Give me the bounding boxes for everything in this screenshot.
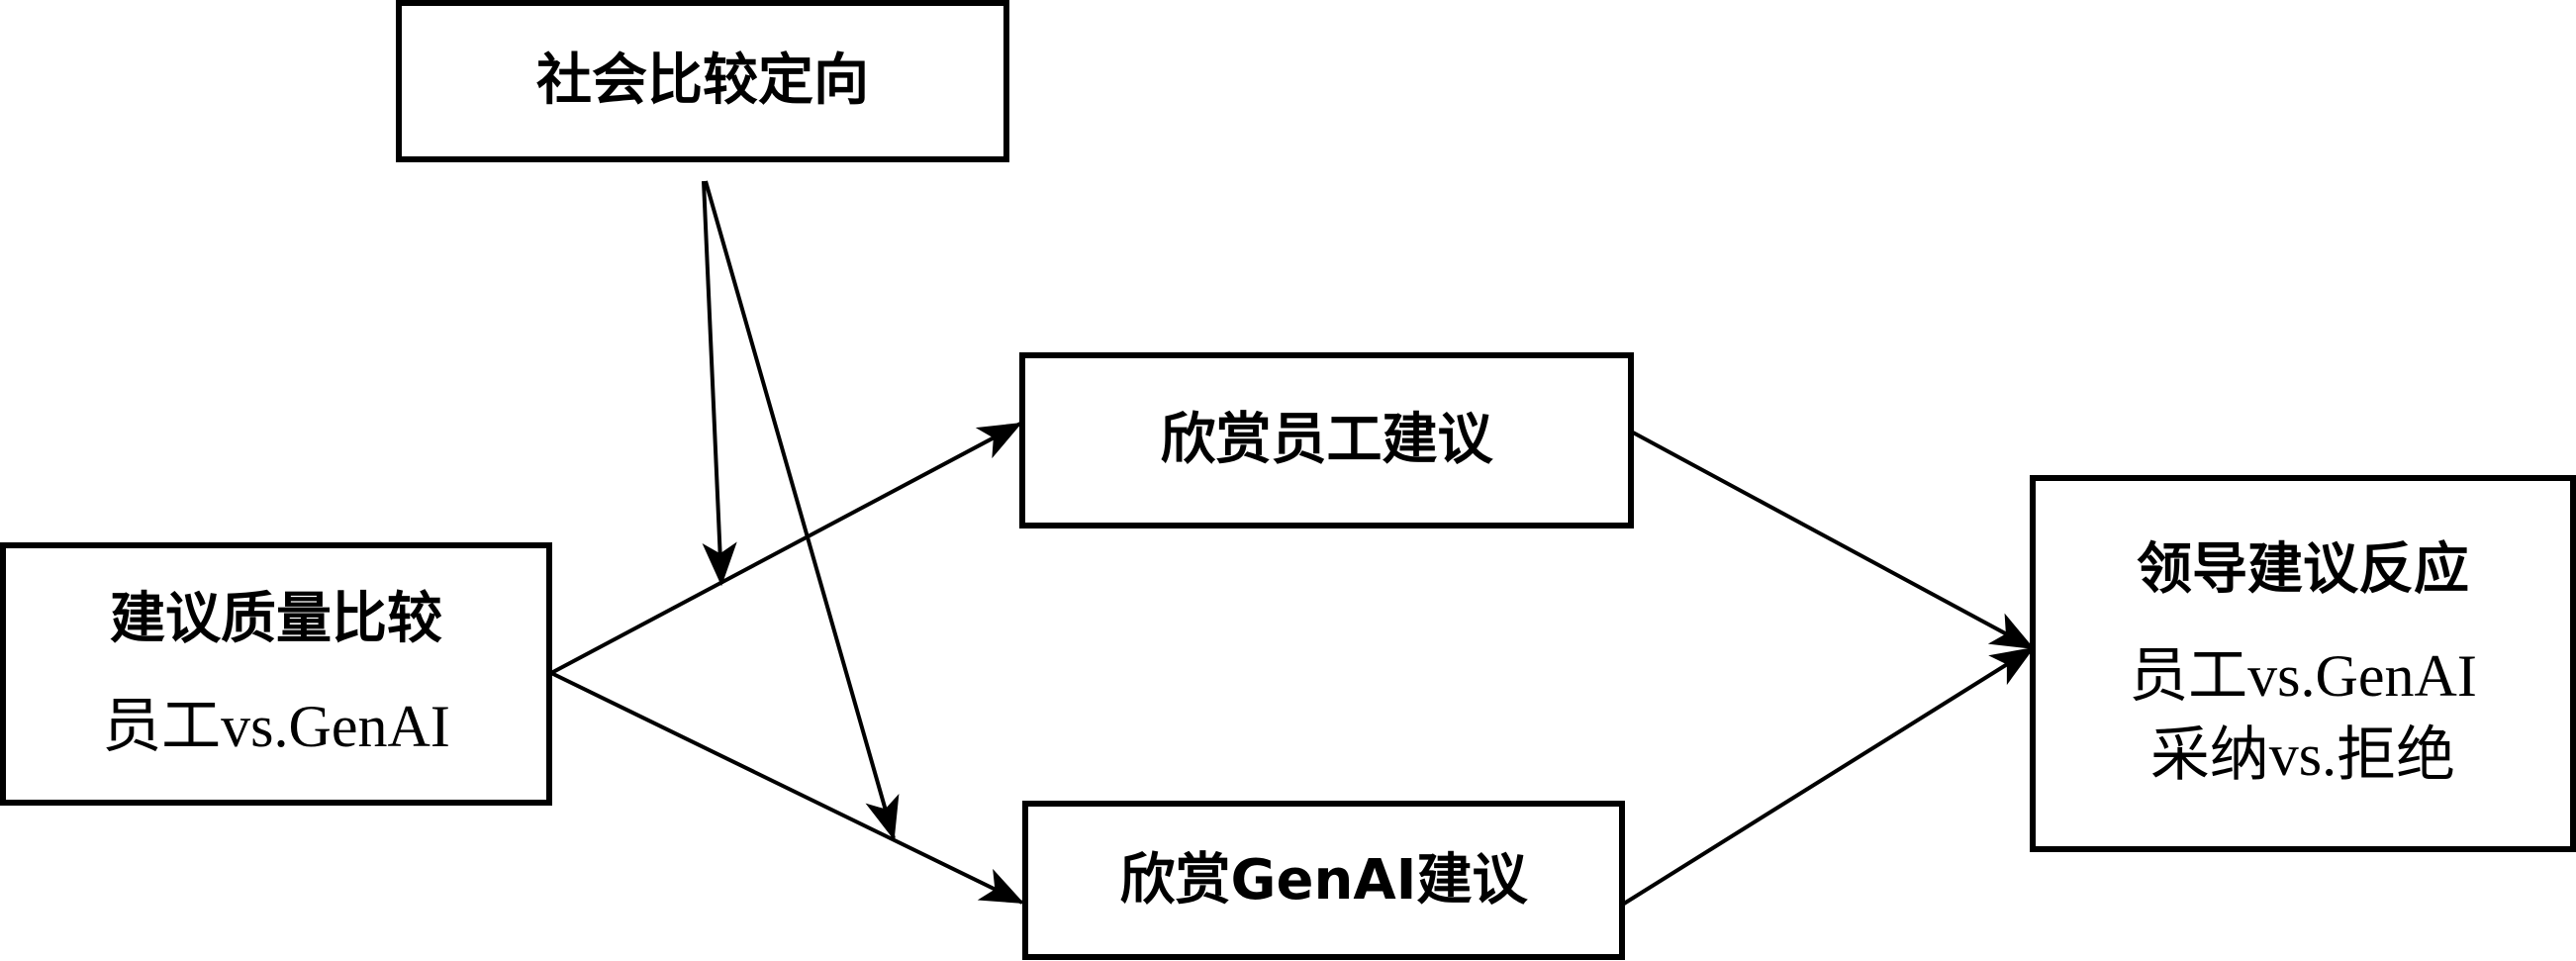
edge-mediator-employee-to-dv: [1632, 431, 2035, 650]
node-independent-sublabel: 员工vs.GenAI: [102, 693, 450, 759]
node-moderator-label: 社会比较定向: [536, 48, 869, 114]
node-moderator: 社会比较定向: [396, 0, 1009, 162]
node-dependent: 领导建议反应 员工vs.GenAI 采纳vs.拒绝: [2030, 475, 2576, 852]
node-independent-label: 建议质量比较: [110, 587, 442, 652]
edge-iv-to-mediator-genai: [550, 671, 1024, 905]
node-mediator-genai: 欣赏GenAI建议: [1022, 801, 1625, 960]
node-mediator-employee: 欣赏员工建议: [1019, 352, 1634, 529]
node-dependent-label: 领导建议反应: [2137, 536, 2469, 602]
node-dependent-sublabel-1: 员工vs.GenAI: [2129, 643, 2477, 710]
edge-iv-to-mediator-employee: [550, 422, 1022, 675]
moderation-arrow-genai-path: [704, 180, 900, 841]
node-mediator-employee-label: 欣赏员工建议: [1160, 408, 1493, 473]
edge-mediator-genai-to-dv: [1622, 646, 2035, 906]
node-mediator-genai-label: 欣赏GenAI建议: [1119, 847, 1528, 913]
node-independent: 建议质量比较 员工vs.GenAI: [0, 542, 552, 806]
node-dependent-sublabel-2: 采纳vs.拒绝: [2149, 722, 2456, 789]
moderation-arrow-employee-path: [702, 180, 737, 587]
